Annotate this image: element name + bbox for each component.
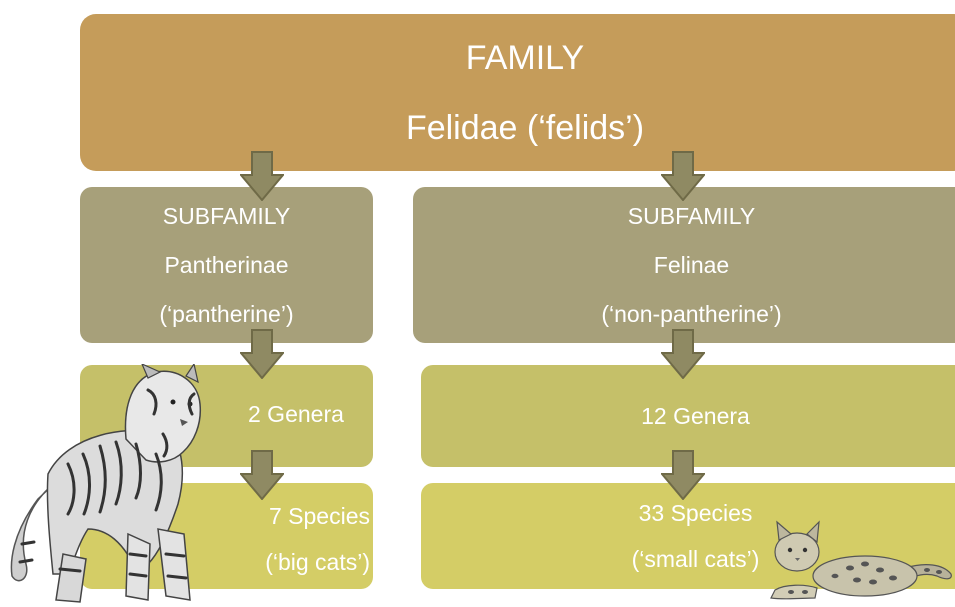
arrow-down-icon	[240, 450, 284, 500]
species-count: 7 Species	[268, 503, 370, 529]
subfamily-name: Pantherinae	[164, 252, 289, 278]
subfamily-level-label: SUBFAMILY	[627, 203, 756, 229]
species-common-name: (‘small cats’)	[631, 546, 760, 572]
family-box: FAMILY Felidae (‘felids’)	[80, 14, 955, 171]
arrow-down-icon	[240, 329, 284, 379]
subfamily-name: Felinae	[653, 252, 730, 278]
genera-count: 2 Genera	[248, 401, 344, 427]
arrow-down-icon	[661, 151, 705, 201]
genera-count: 12 Genera	[641, 402, 750, 429]
tiger-illustration	[10, 364, 202, 603]
arrow-down-icon	[661, 450, 705, 500]
subfamily-level-label: SUBFAMILY	[162, 203, 291, 229]
subfamily-pantherinae-box: SUBFAMILY Pantherinae (‘pantherine’)	[80, 187, 373, 343]
cat-illustration	[770, 520, 952, 600]
subfamily-common-name: (‘non-pantherine’)	[601, 301, 782, 327]
species-count: 33 Species	[638, 500, 753, 526]
species-common-name: (‘big cats’)	[265, 549, 370, 575]
family-level-label: FAMILY	[465, 38, 585, 77]
subfamily-felinae-box: SUBFAMILY Felinae (‘non-pantherine’)	[413, 187, 955, 343]
family-name: Felidae (‘felids’)	[405, 108, 645, 147]
arrow-down-icon	[240, 151, 284, 201]
subfamily-common-name: (‘pantherine’)	[159, 301, 294, 327]
arrow-down-icon	[661, 329, 705, 379]
